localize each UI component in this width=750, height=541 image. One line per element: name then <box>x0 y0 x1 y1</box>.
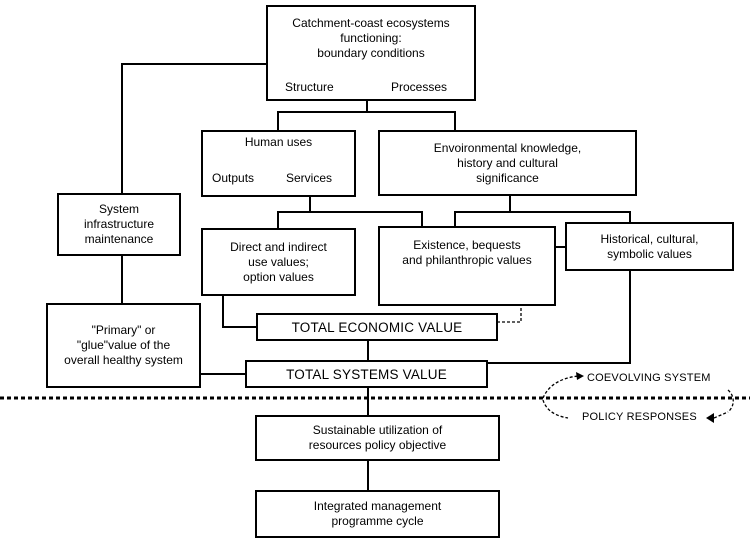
connector-top-to-infra <box>121 63 266 193</box>
box-line: Catchment-coast ecosystems <box>292 16 450 30</box>
coevolving-loop-right <box>727 389 734 413</box>
human-uses-title: Human uses <box>244 135 313 149</box>
box-line: and philanthropic values <box>402 253 532 267</box>
sustainable-utilization-box: Sustainable utilization of resources pol… <box>255 415 500 461</box>
connector-env-split <box>454 211 631 226</box>
box-line: functioning: <box>340 31 402 45</box>
dashed-existence-tev <box>497 305 522 323</box>
primary-value-box: "Primary" or "glue"value of the overall … <box>46 303 201 388</box>
box-line: option values <box>243 269 314 284</box>
box-line: "glue"value of the <box>76 338 171 352</box>
box-line: Historical, cultural, <box>600 231 699 246</box>
connector-direct-tev <box>222 295 256 328</box>
direct-values-box: Direct and indirect use values; option v… <box>201 228 356 296</box>
historical-values-box: Historical, cultural, symbolic values <box>565 222 734 271</box>
total-economic-value-label: TOTAL ECONOMIC VALUE <box>291 319 463 335</box>
box-line: symbolic values <box>607 246 692 261</box>
policy-loop-lower <box>542 399 569 419</box>
box-line: "Primary" or <box>91 323 156 337</box>
structure-label: Structure <box>285 80 334 94</box>
coevolving-system-label: COEVOLVING SYSTEM <box>587 372 711 384</box>
env-knowledge-box: Envoironmental knowledge, history and cu… <box>378 130 637 196</box>
existence-values-box: Existence, bequests and philanthropic va… <box>378 226 556 306</box>
total-systems-value-box: TOTAL SYSTEMS VALUE <box>245 360 488 388</box>
box-line: maintenance <box>84 232 154 246</box>
outputs-label: Outputs <box>212 171 255 185</box>
box-line: infrastructure <box>83 217 155 231</box>
box-line: Envoironmental knowledge, <box>433 140 582 155</box>
processes-label: Processes <box>391 80 448 94</box>
system-infrastructure-box: System infrastructure maintenance <box>57 193 181 256</box>
total-economic-value-box: TOTAL ECONOMIC VALUE <box>256 313 498 341</box>
box-line: System <box>98 202 139 216</box>
box-line: Direct and indirect <box>230 239 327 254</box>
policy-arrowhead <box>706 413 714 423</box>
policy-responses-label: POLICY RESPONSES <box>582 411 697 423</box>
integrated-management-box: Integrated management programme cycle <box>255 490 500 538</box>
human-uses-box: Human uses <box>201 130 356 197</box>
box-line: resources policy objective <box>308 438 447 452</box>
coevolving-loop-upper <box>542 375 579 399</box>
box-line: boundary conditions <box>317 46 425 60</box>
connector-top-split <box>277 111 456 130</box>
connector-human-split <box>277 211 423 228</box>
box-line: programme cycle <box>331 514 424 528</box>
box-line: Sustainable utilization of <box>312 423 443 437</box>
box-line: significance <box>476 170 539 185</box>
box-line: Existence, bequests <box>413 238 521 252</box>
ecosystems-functioning-box: Catchment-coast ecosystems functioning: … <box>266 5 476 101</box>
services-label: Services <box>286 171 333 185</box>
coevolving-arrowhead <box>576 372 584 380</box>
box-line: overall healthy system <box>64 353 183 367</box>
box-line: history and cultural <box>457 155 558 170</box>
box-line: Integrated management <box>313 499 442 513</box>
box-line: use values; <box>248 254 309 269</box>
connector-historical-tsv <box>487 270 631 364</box>
total-systems-value-label: TOTAL SYSTEMS VALUE <box>286 366 447 382</box>
